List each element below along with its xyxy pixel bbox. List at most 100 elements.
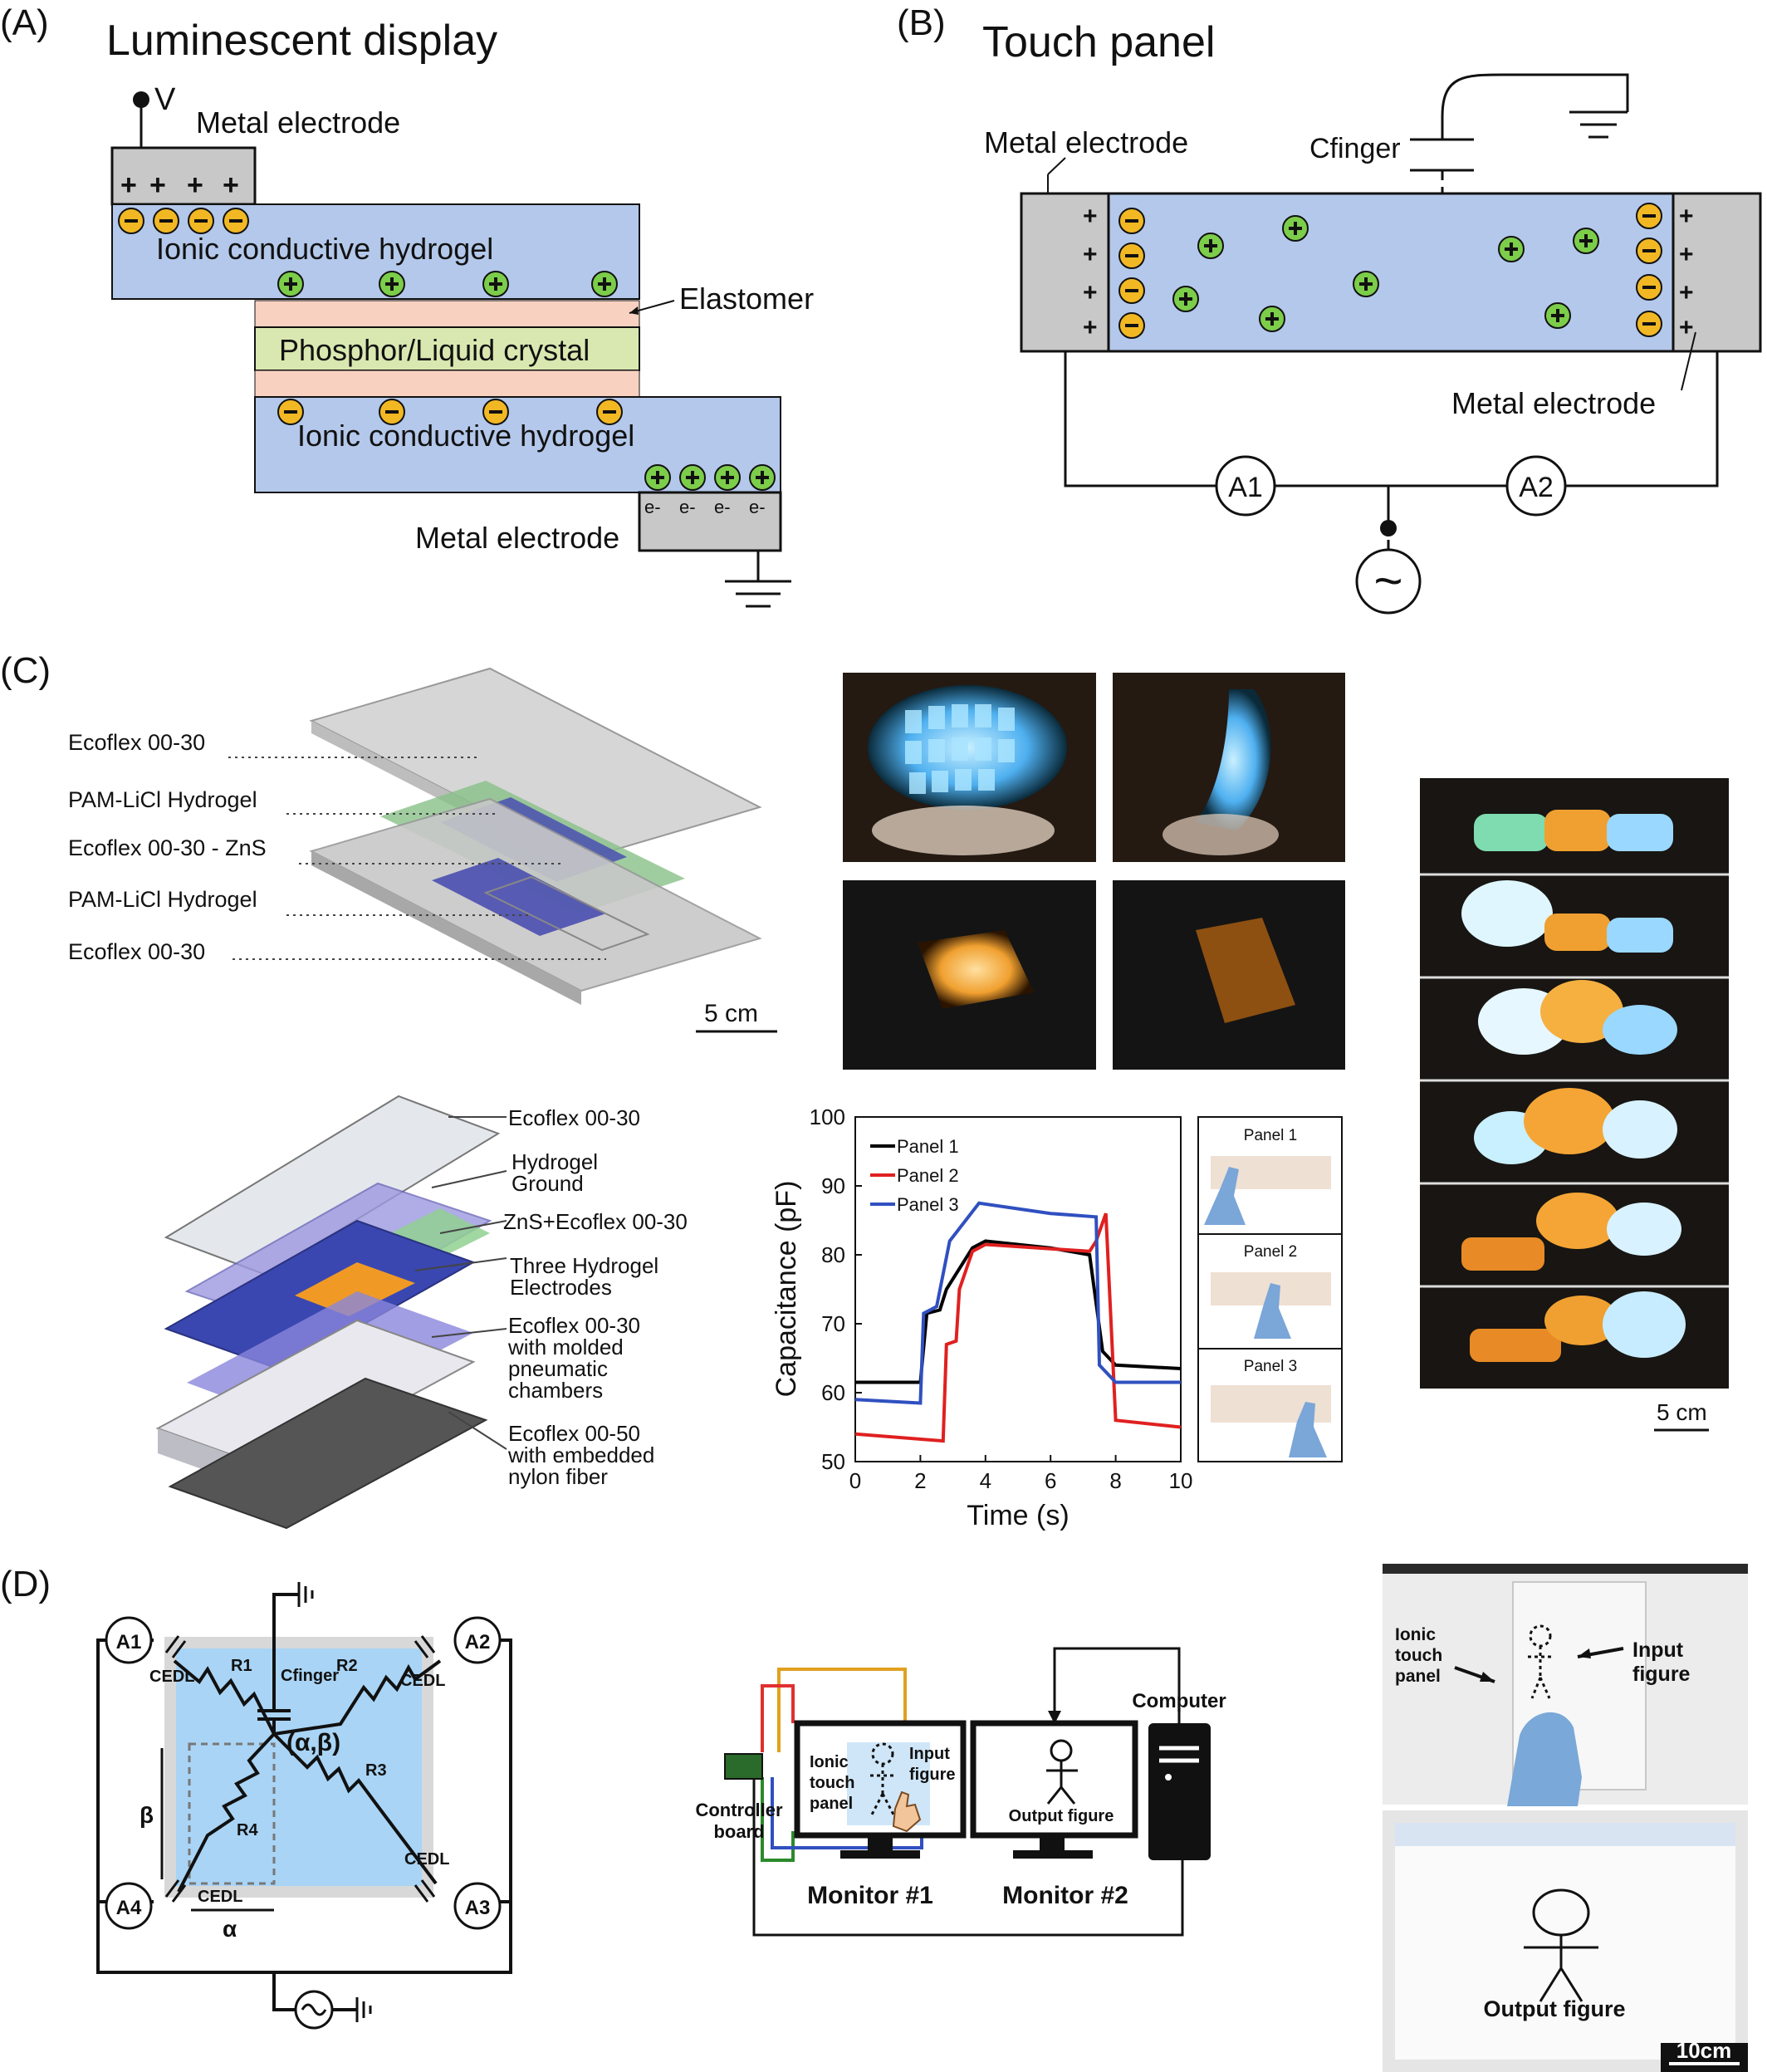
- electrode-charges: ++++ ++++: [1083, 203, 1694, 341]
- hydrogel-top-label: Ionic conductive hydrogel: [156, 232, 493, 266]
- svg-text:A1: A1: [116, 1631, 142, 1653]
- legend-label-2: Panel 2: [897, 1165, 959, 1186]
- controller-board-icon: [724, 1753, 763, 1780]
- photo-output-figure-label: Output figure: [1484, 1996, 1626, 2021]
- glove-icon: [1289, 1402, 1327, 1457]
- svg-text:+: +: [120, 169, 137, 201]
- svg-text:A1: A1: [1228, 472, 1263, 503]
- negative-ions-panel: [1118, 203, 1662, 339]
- x-tick-label: 4: [980, 1468, 991, 1493]
- c-finger-label: Cfinger: [281, 1667, 339, 1685]
- layer-labels: Ecoflex 00-30 PAM-LiCl Hydrogel Ecoflex …: [68, 730, 267, 964]
- ammeter-a2: A2: [1505, 455, 1567, 517]
- positive-ions-top: [277, 271, 618, 297]
- svg-text:A2: A2: [1519, 472, 1554, 503]
- series-line-3: [854, 1201, 1181, 1405]
- metal-electrode-top-label: Metal electrode: [196, 105, 400, 140]
- panel-b: (B) Touch panel Metal electrode Cfinger …: [897, 2, 1762, 615]
- metal-electrode-bottom-label: Metal electrode: [415, 521, 619, 555]
- svg-text:+: +: [1679, 314, 1694, 341]
- computer-icon: [1148, 1723, 1211, 1860]
- y-tick-label: 80: [821, 1242, 845, 1267]
- monitor-1-label: Monitor #1: [807, 1882, 933, 1909]
- inset-label-2: Panel 2: [1244, 1243, 1297, 1261]
- position-sensing-circuit: A1 A2 A3 A4 CEDL CEDL CEDL CEDL Cfinger …: [96, 1582, 512, 2030]
- metal-electrode-left-label: Metal electrode: [984, 125, 1188, 159]
- metal-electrode-bottom: [638, 491, 782, 552]
- metal-electrode-right: [1672, 192, 1762, 353]
- metal-electrode-right-label: Metal electrode: [1451, 386, 1656, 420]
- svg-text:e-: e-: [644, 497, 661, 517]
- resistor-r1-label: R1: [231, 1657, 252, 1675]
- chart-y-axis-label: Capacitance (pF): [771, 1181, 802, 1398]
- exploded-actuator-illustration: [155, 1095, 501, 1530]
- cedl-label: CEDL: [400, 1672, 445, 1690]
- svg-text:+: +: [1679, 203, 1694, 230]
- x-tick-label: 6: [1045, 1468, 1056, 1493]
- panel-a-label: (A): [0, 2, 49, 43]
- y-tick-label: 60: [821, 1380, 845, 1405]
- layer-label-1: Ecoflex 00-30: [68, 730, 205, 755]
- monitor-2-icon: [970, 1720, 1138, 1859]
- ground-icon: [725, 551, 791, 608]
- ammeter-a2: A2: [453, 1616, 502, 1664]
- y-tick-label: 70: [821, 1311, 845, 1336]
- svg-text:+: +: [1679, 241, 1694, 268]
- phosphor-label: Phosphor/Liquid crystal: [279, 333, 590, 367]
- touch-insets: Panel 1 Panel 2 Panel 3: [1197, 1116, 1343, 1462]
- scale-bar-top: 5 cm: [704, 1000, 758, 1027]
- stick-figure-icon: [1528, 1624, 1553, 1699]
- alpha-label: α: [223, 1916, 237, 1942]
- actuator-photo-strip: [1420, 778, 1729, 1389]
- edl-capacitors: [164, 1635, 436, 1903]
- svg-text:+: +: [223, 169, 239, 201]
- y-tick-label: 100: [810, 1105, 845, 1129]
- series-line-2: [854, 1212, 1182, 1443]
- photo-orange-grid-1: [843, 880, 1096, 1070]
- ammeter-a1: A1: [1215, 455, 1276, 517]
- panel-a-title: Luminescent display: [106, 17, 497, 65]
- svg-text:+: +: [1083, 279, 1098, 306]
- svg-text:+: +: [149, 169, 166, 201]
- finger-capacitor-icon: [1410, 73, 1629, 172]
- electrons: e- e- e- e-: [644, 497, 766, 517]
- cedl-label: CEDL: [149, 1668, 194, 1686]
- hydrogel-bottom-label: Ionic conductive hydrogel: [297, 419, 634, 453]
- legend-label-1: Panel 1: [897, 1136, 959, 1157]
- layer-label-5: Ecoflex 00-30: [68, 939, 205, 964]
- ammeter-a1: A1: [105, 1616, 153, 1664]
- positive-ions-bottom: [644, 464, 776, 491]
- y-tick-label: 90: [821, 1173, 845, 1198]
- elastomer-label: Elastomer: [679, 282, 814, 316]
- ground-icon: [297, 1582, 314, 1607]
- ammeter-a4: A4: [105, 1882, 153, 1930]
- panel-d: (D): [0, 1564, 1748, 2072]
- positive-ions-panel: [1172, 215, 1599, 332]
- panel-b-title: Touch panel: [982, 18, 1215, 66]
- glove-icon: [1507, 1712, 1582, 1806]
- y-tick-label: 50: [821, 1449, 845, 1474]
- monitor-2-label: Monitor #2: [1002, 1882, 1128, 1909]
- svg-text:+: +: [187, 169, 203, 201]
- output-demo-photo: Output figure 10cm: [1383, 1810, 1748, 2072]
- stick-figure-icon: [1524, 1888, 1598, 2002]
- cedl-label: CEDL: [198, 1888, 242, 1906]
- beta-label: β: [140, 1802, 154, 1828]
- monitor-1-icon: [794, 1720, 967, 1859]
- photo-flexible-blue-1: [843, 673, 1096, 862]
- panel-a: (A) Luminescent display V Metal electrod…: [0, 2, 814, 608]
- computer-label: Computer: [1132, 1690, 1226, 1712]
- photo-orange-grid-2: [1113, 880, 1345, 1070]
- svg-text:~: ~: [1373, 553, 1402, 609]
- exploded-label-1: Ecoflex 00-30: [508, 1105, 640, 1130]
